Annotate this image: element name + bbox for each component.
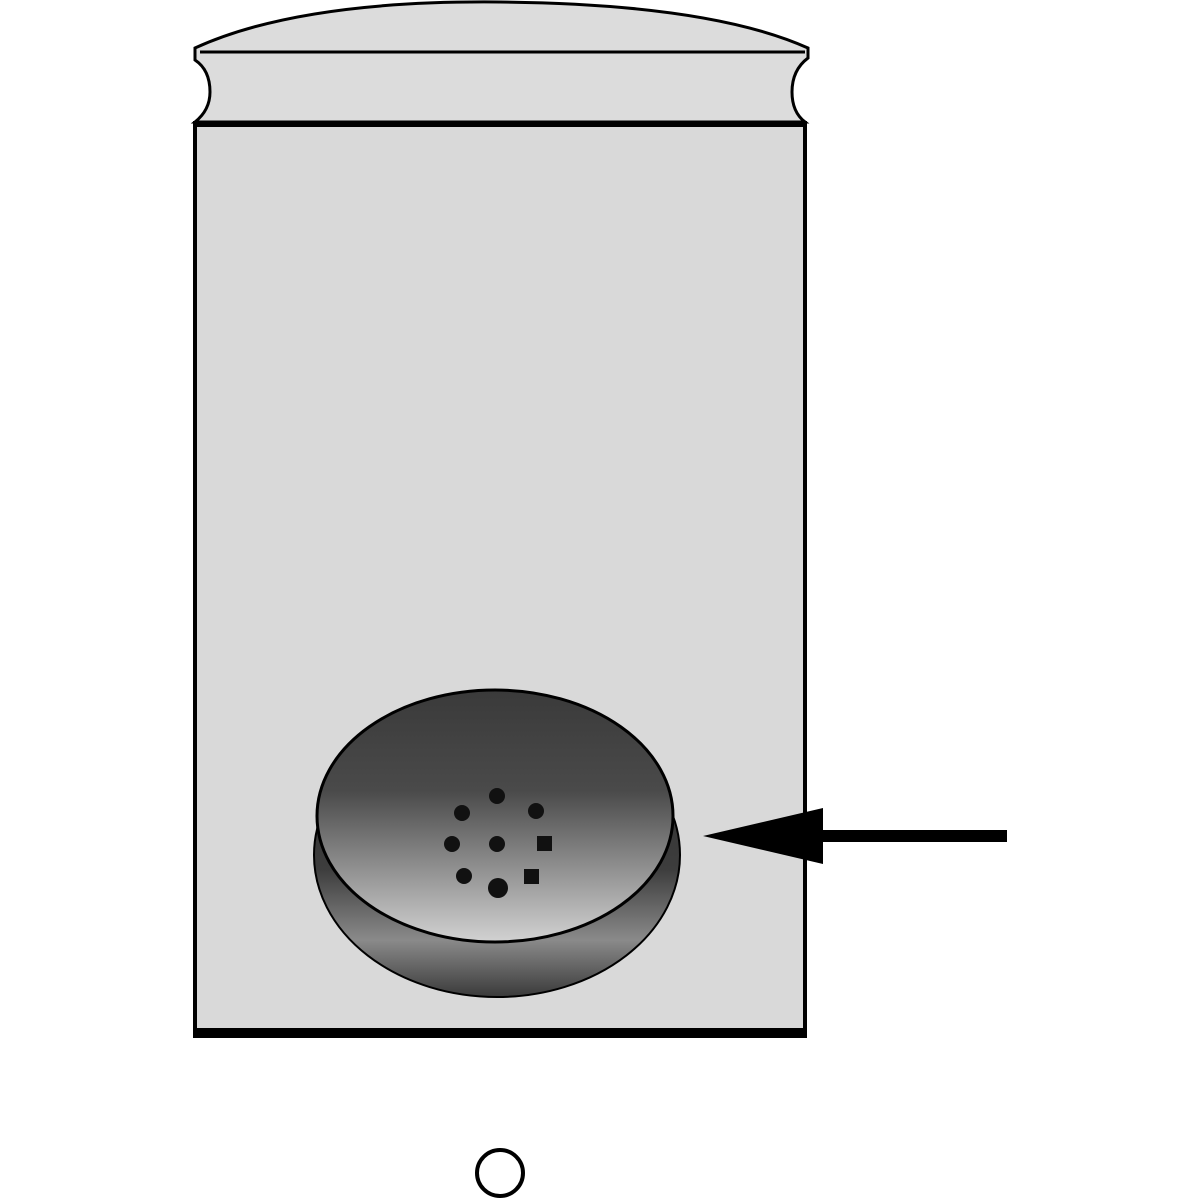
- microphone-hole: [488, 878, 508, 898]
- microphone-icon: [313, 688, 681, 998]
- device-lid-icon: [190, 0, 810, 124]
- microphone-holes: [444, 788, 552, 898]
- pointer-arrow-icon: [703, 808, 1007, 864]
- microphone-hole: [444, 836, 460, 852]
- pointer-arrow-head: [703, 808, 823, 864]
- microphone-hole: [456, 868, 472, 884]
- microphone-hole: [489, 836, 505, 852]
- status-indicator-circle-icon: [475, 1148, 525, 1198]
- microphone-hole: [528, 803, 544, 819]
- microphone-hole: [454, 805, 470, 821]
- microphone-hole: [537, 836, 552, 851]
- microphone-hole: [489, 788, 505, 804]
- microphone-face: [315, 688, 675, 944]
- microphone-hole: [524, 869, 539, 884]
